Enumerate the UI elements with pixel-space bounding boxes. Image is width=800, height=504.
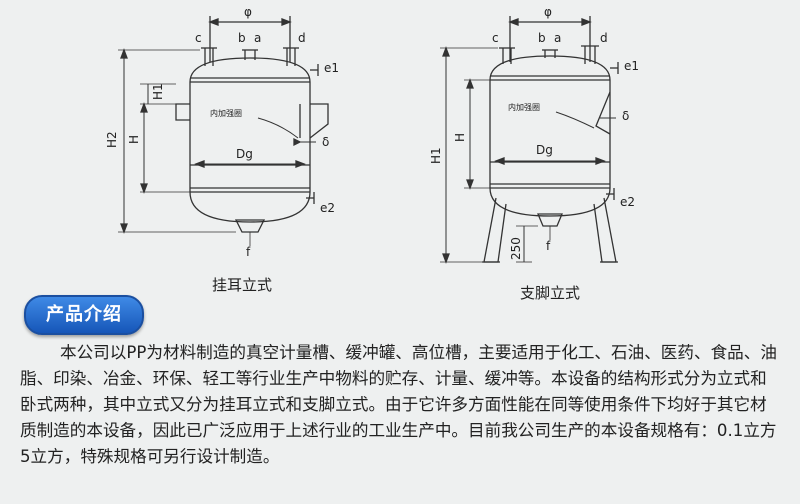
leg-c-label: c: [492, 31, 499, 45]
lug-b-label: b: [238, 31, 246, 45]
lug-h-label: H: [127, 135, 141, 144]
lug-type-caption: 挂耳立式: [212, 276, 272, 294]
leg-h-label: H: [453, 133, 467, 142]
leg-reinforce-label: 内加强圈: [508, 102, 540, 112]
leg-f-label: f: [546, 239, 551, 253]
leg-e1-label: e1: [624, 59, 639, 73]
leg-dg-label: Dg: [536, 143, 553, 157]
lug-d-label: d: [298, 31, 306, 45]
leg-h1-label: H1: [429, 147, 443, 164]
leg-b-label: b: [538, 31, 546, 45]
leg-type-labels: φ b a c d e1 e2 f Dg δ 内加强圈 H H1 250 支脚立…: [429, 5, 639, 300]
lug-phi-label: φ: [244, 5, 252, 19]
leg-250-label: 250: [509, 237, 523, 260]
product-description: 本公司以PP为材料制造的真空计量槽、缓冲罐、高位槽，主要适用于化工、石油、医药、…: [20, 343, 777, 466]
technical-drawings: φ b a c d e1 e2 f Dg δ 内加强圈 H1 H H2 挂耳立式: [105, 5, 639, 300]
leg-type-caption: 支脚立式: [520, 284, 580, 300]
lug-c-label: c: [195, 31, 202, 45]
leg-d-label: d: [600, 31, 608, 45]
lug-dg-label: Dg: [236, 147, 253, 161]
lug-h1-label: H1: [151, 83, 165, 100]
leg-delta-label: δ: [622, 109, 629, 123]
lug-h2-label: H2: [105, 131, 119, 148]
lug-type-vessel-drawing: [118, 16, 329, 246]
lug-a-label: a: [254, 31, 261, 45]
lug-e1-label: e1: [324, 61, 339, 75]
leg-a-label: a: [554, 31, 561, 45]
leg-phi-label: φ: [544, 5, 552, 19]
lug-e2-label: e2: [320, 201, 335, 215]
lug-type-labels: φ b a c d e1 e2 f Dg δ 内加强圈 H1 H H2 挂耳立式: [105, 5, 339, 294]
lug-reinforce-label: 内加强圈: [210, 108, 242, 118]
leg-e2-label: e2: [620, 195, 635, 209]
lug-delta-label: δ: [322, 135, 329, 149]
product-intro-badge: 产品介绍: [24, 295, 144, 335]
lug-f-label: f: [246, 245, 251, 259]
leg-type-vessel-drawing: [440, 16, 619, 264]
